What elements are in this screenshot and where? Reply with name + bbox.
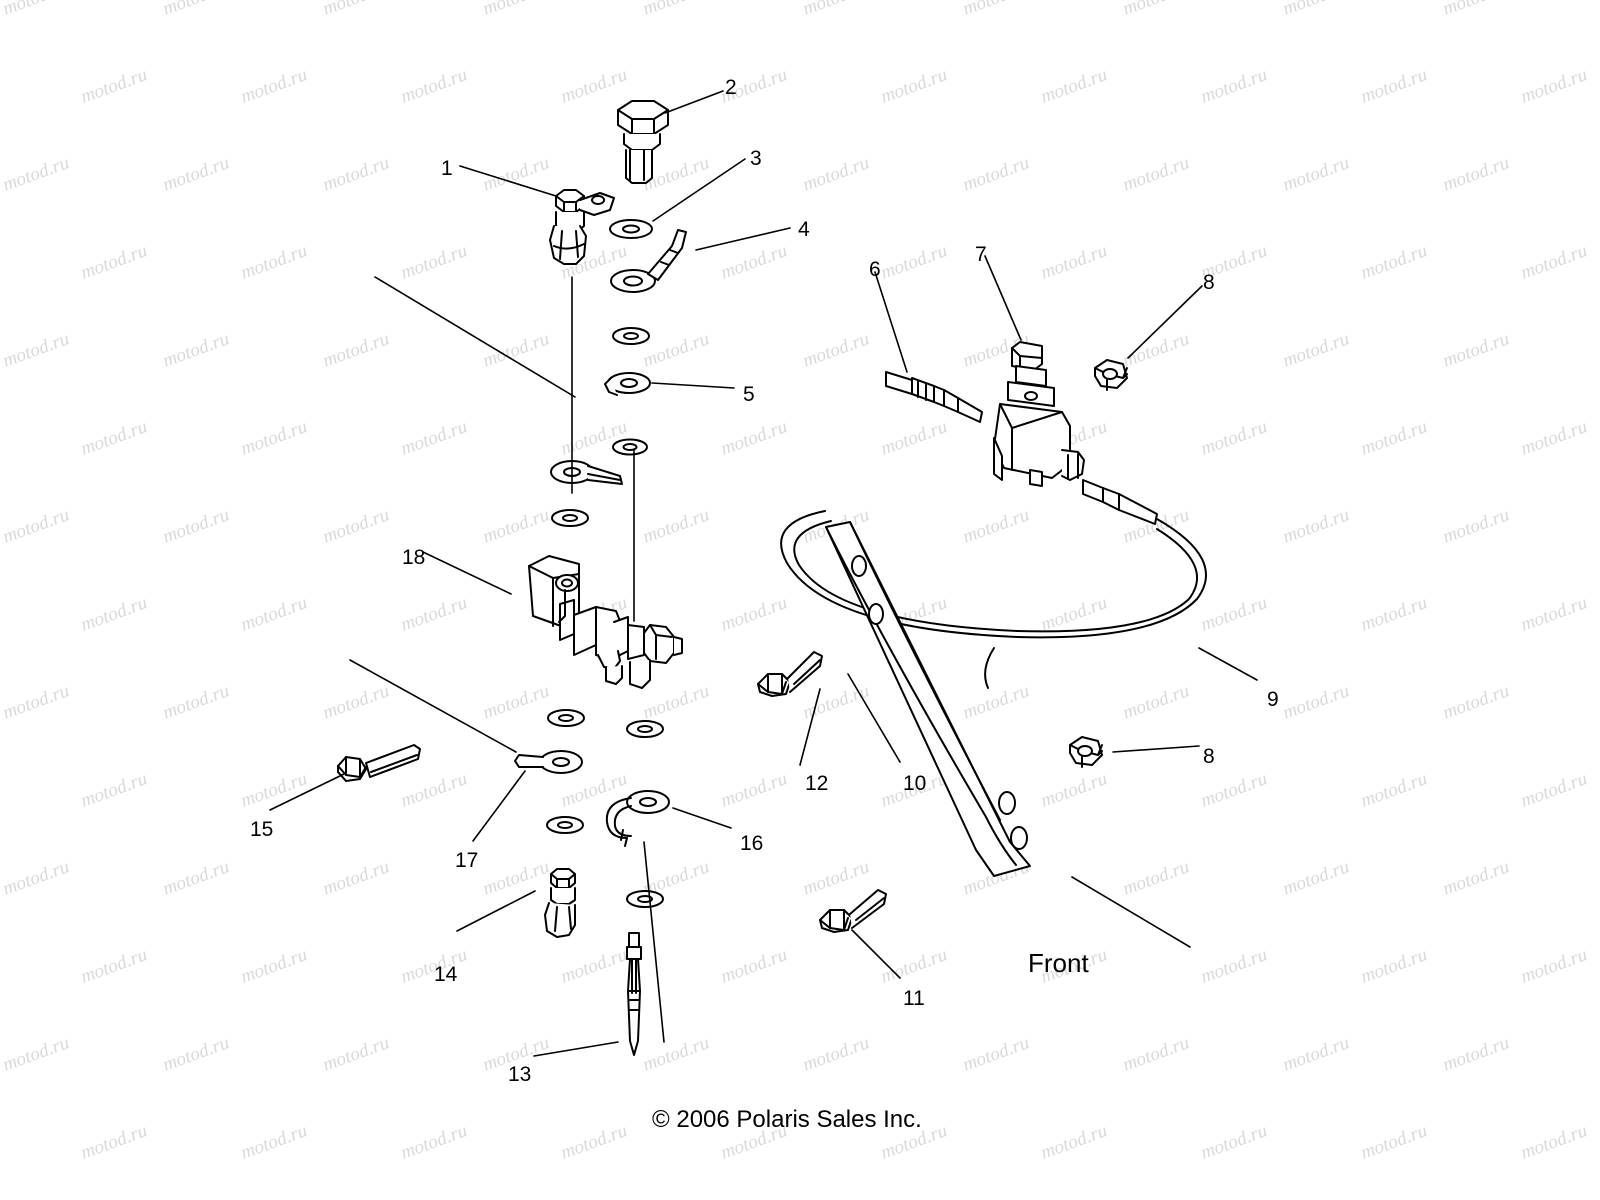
- part-banjo-tube-left: [550, 460, 623, 485]
- callout-number-7: 7: [975, 243, 987, 266]
- part-11-bolt: [819, 889, 887, 933]
- part-9-brake-hose: [780, 479, 1207, 639]
- callout-number-4: 4: [798, 218, 810, 241]
- part-12-bolt: [757, 651, 823, 697]
- part-8-nut-lower: [1069, 736, 1103, 768]
- part-3-washer: [609, 219, 653, 239]
- callout-number-11: 11: [903, 987, 925, 1010]
- front-direction-label: Front: [1028, 948, 1089, 978]
- part-2-bolt: [617, 100, 669, 184]
- part-4-banjo-fitting: [610, 229, 687, 293]
- callout-number-15: 15: [250, 818, 274, 841]
- callout-number-6: 6: [869, 258, 881, 281]
- washer-lower-1: [547, 709, 585, 727]
- part-18-valve-block: [528, 555, 683, 689]
- callout-number-3: 3: [750, 147, 762, 170]
- part-8-nut-upper: [1094, 359, 1128, 391]
- callout-number-12: 12: [805, 772, 829, 795]
- part-5-banjo-eye: [604, 372, 651, 396]
- callout-number-1: 1: [441, 157, 453, 180]
- callout-number-13: 13: [508, 1063, 532, 1086]
- part-13-bleeder: [626, 932, 642, 1056]
- callout-number-8a: 8: [1203, 271, 1215, 294]
- washer-lower-2: [626, 720, 664, 738]
- part-7-valve-body: [993, 341, 1085, 487]
- callout-number-17: 17: [455, 849, 479, 872]
- callout-number-2: 2: [725, 76, 737, 99]
- washer-mid-1: [612, 438, 648, 456]
- part-10-bracket: [825, 521, 1031, 877]
- part-6-hose-fitting: [885, 371, 983, 423]
- washer-mid-2: [551, 509, 589, 527]
- part-1-switch: [549, 189, 615, 265]
- leader-lines: [269, 90, 1258, 1057]
- callout-number-14: 14: [434, 963, 458, 986]
- part-16-banjo-curved-tube: [605, 790, 670, 847]
- callout-number-18: 18: [402, 546, 426, 569]
- callout-number-9: 9: [1267, 688, 1279, 711]
- callout-number-10: 10: [903, 772, 927, 795]
- washer-stack-upper: [612, 327, 650, 345]
- part-15-bolt: [337, 744, 421, 782]
- washer-lower-4: [626, 890, 664, 908]
- callout-number-16: 16: [740, 832, 764, 855]
- callout-number-5: 5: [743, 383, 755, 406]
- part-17-banjo-eye: [514, 750, 583, 774]
- washer-lower-3: [546, 816, 584, 834]
- callout-number-8b: 8: [1203, 745, 1215, 768]
- part-14-sensor: [544, 868, 576, 938]
- copyright-notice: © 2006 Polaris Sales Inc.: [652, 1106, 922, 1133]
